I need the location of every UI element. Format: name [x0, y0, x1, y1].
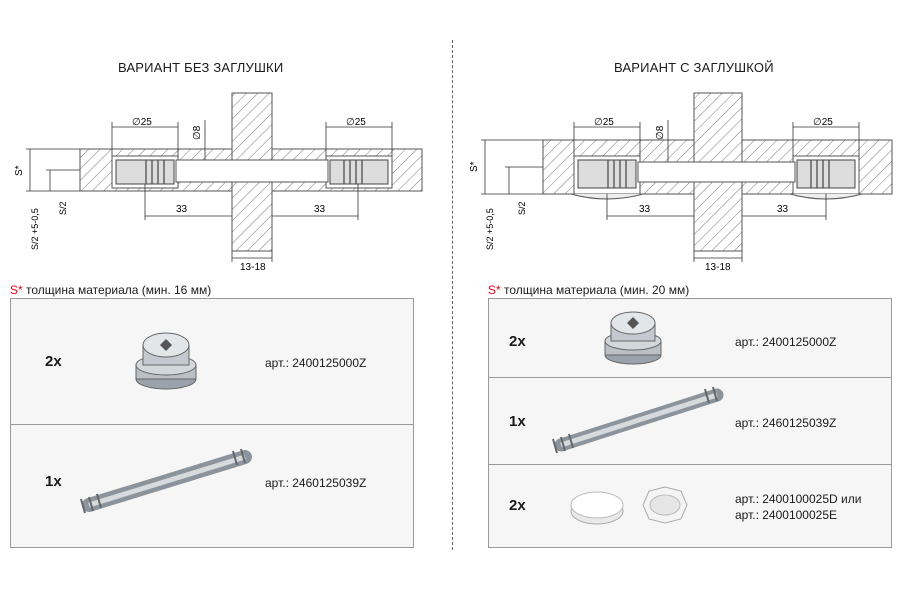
left-dim-d25b: ∅25: [346, 117, 366, 128]
right-title: ВАРИАНТ С ЗАГЛУШКОЙ: [614, 60, 774, 75]
left-dim-range: 13-18: [240, 262, 266, 273]
left-caption-s: S*: [10, 283, 23, 297]
right-item2-art: арт.: 2460125039Z: [735, 416, 837, 430]
right-item3-art: арт.: 2400100025D или: [735, 492, 862, 506]
center-divider: [452, 40, 453, 550]
right-drawing: ∅25 ∅25 ∅8 33 33 13-18 S* S/2 S/2 +5-0,5: [469, 92, 893, 273]
left-caption: S* толщина материала (мин. 16 мм): [10, 283, 211, 297]
left-dim-a33: 33: [176, 204, 188, 215]
left-dim-s2tol: S/2 +5-0,5: [30, 208, 40, 250]
right-caption: S* толщина материала (мин. 20 мм): [488, 283, 689, 297]
left-item1-art: арт.: 2400125000Z: [265, 356, 367, 370]
left-dim-d8: ∅8: [192, 125, 203, 140]
right-item1-qty: 2x: [509, 333, 526, 350]
left-item1-qty: 2x: [45, 353, 62, 370]
left-title: ВАРИАНТ БЕЗ ЗАГЛУШКИ: [118, 60, 284, 75]
connecting-bolt-icon: [552, 386, 724, 454]
right-item2-qty: 1x: [509, 413, 526, 430]
right-dim-s2: S/2: [517, 201, 527, 215]
left-parts-panel: 2x арт.: 2400125000Z 1x арт.: 2460125039…: [10, 298, 414, 548]
right-dim-d8: ∅8: [655, 125, 666, 140]
connecting-bolt-icon: [80, 448, 252, 514]
right-dim-b33: 33: [777, 204, 789, 215]
cam-fitting-icon: [604, 311, 662, 365]
left-item2-art: арт.: 2460125039Z: [265, 476, 367, 490]
cover-cap-icon: [570, 486, 688, 525]
right-parts-panel: 2x арт.: 2400125000Z 1x арт.: 2460125039…: [488, 298, 892, 548]
right-item1-art: арт.: 2400125000Z: [735, 335, 837, 349]
cam-fitting-icon: [135, 332, 197, 390]
left-item2-qty: 1x: [45, 473, 62, 490]
right-caption-s: S*: [488, 283, 501, 297]
right-item3-art2: арт.: 2400100025E: [735, 508, 837, 522]
right-dim-a33: 33: [639, 204, 651, 215]
left-row-separator: [11, 424, 413, 425]
right-caption-text: толщина материала (мин. 20 мм): [500, 283, 690, 297]
left-caption-text: толщина материала (мин. 16 мм): [22, 283, 212, 297]
left-dim-d25a: ∅25: [132, 117, 152, 128]
right-dim-d25a: ∅25: [594, 117, 614, 128]
right-item3-qty: 2x: [509, 497, 526, 514]
right-row-separator-1: [489, 377, 891, 378]
left-dim-b33: 33: [314, 204, 326, 215]
right-row-separator-2: [489, 464, 891, 465]
left-drawing: ∅25 ∅25 ∅8 33 33 13-18 S* S/2 S/2 +5-0,5: [14, 92, 423, 273]
right-dim-d25b: ∅25: [813, 117, 833, 128]
left-dim-s: S*: [14, 165, 25, 176]
right-dim-range: 13-18: [705, 262, 731, 273]
left-dim-s2: S/2: [58, 201, 68, 215]
right-dim-s: S*: [469, 161, 480, 172]
right-dim-s2tol: S/2 +5-0,5: [485, 208, 495, 250]
